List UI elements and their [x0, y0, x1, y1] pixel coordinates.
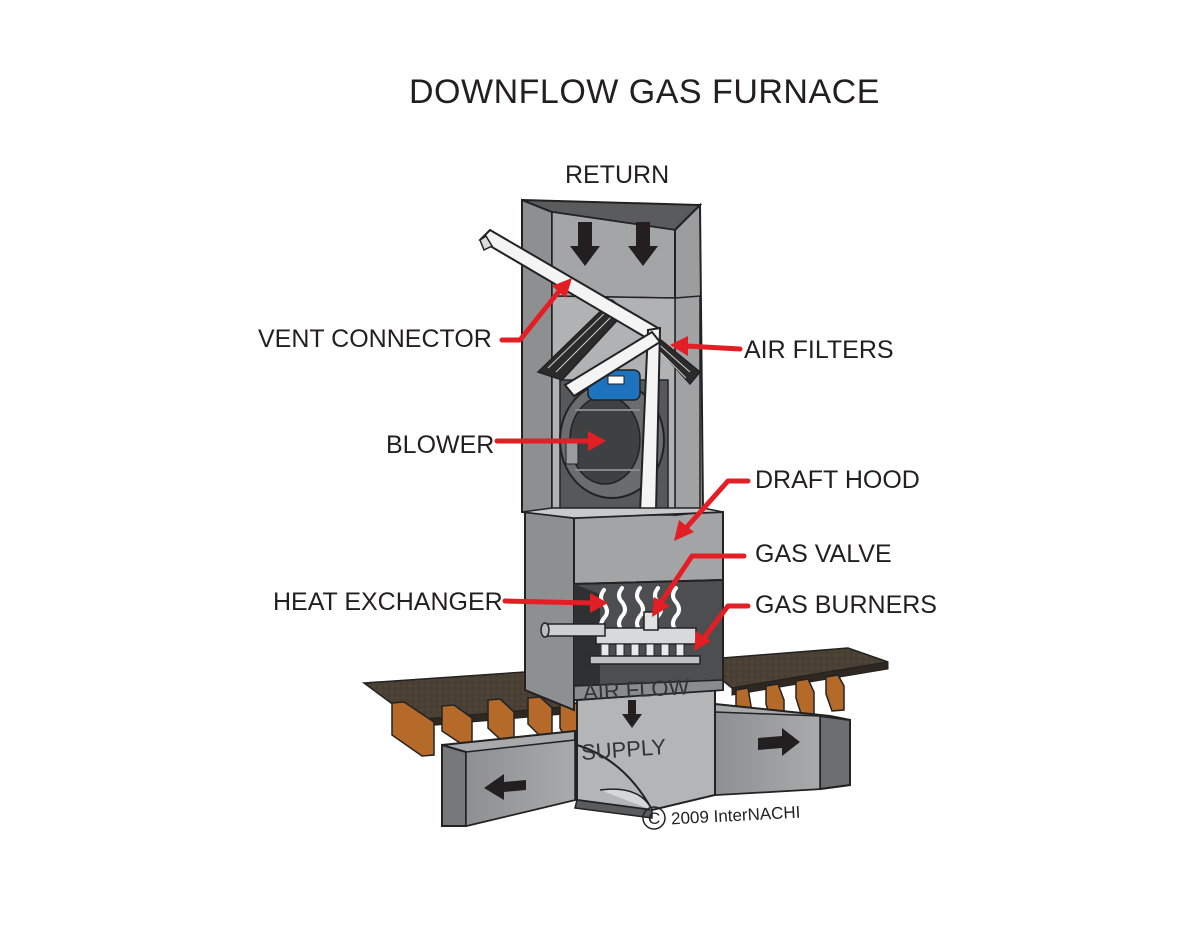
return-airflow-arrows [570, 222, 658, 266]
diagram-title: DOWNFLOW GAS FURNACE [409, 73, 880, 111]
label-return: RETURN [565, 161, 670, 189]
callout-arrows [494, 278, 751, 651]
label-gas-burners: GAS BURNERS [755, 591, 937, 619]
furnace-upper-cabinet [478, 198, 705, 517]
label-blower: BLOWER [386, 431, 495, 459]
label-air-flow: AIR FLOW [582, 674, 690, 705]
copyright-circle [642, 806, 666, 830]
copyright-symbol: C [648, 809, 661, 828]
gas-burners [589, 627, 701, 665]
blower-housing [559, 369, 665, 499]
label-supply: SUPPLY [580, 734, 667, 765]
floor-left [361, 671, 581, 757]
label-gas-valve: GAS VALVE [755, 540, 892, 568]
cabinet-ledge [521, 507, 724, 519]
label-air-filters: AIR FILTERS [744, 336, 894, 364]
label-draft-hood: DRAFT HOOD [755, 466, 920, 494]
label-vent-connector: VENT CONNECTOR [258, 325, 492, 353]
gas-valve [540, 611, 659, 638]
supply-airflow-arrows [484, 700, 800, 800]
label-heat-exchanger: HEAT EXCHANGER [273, 588, 503, 616]
